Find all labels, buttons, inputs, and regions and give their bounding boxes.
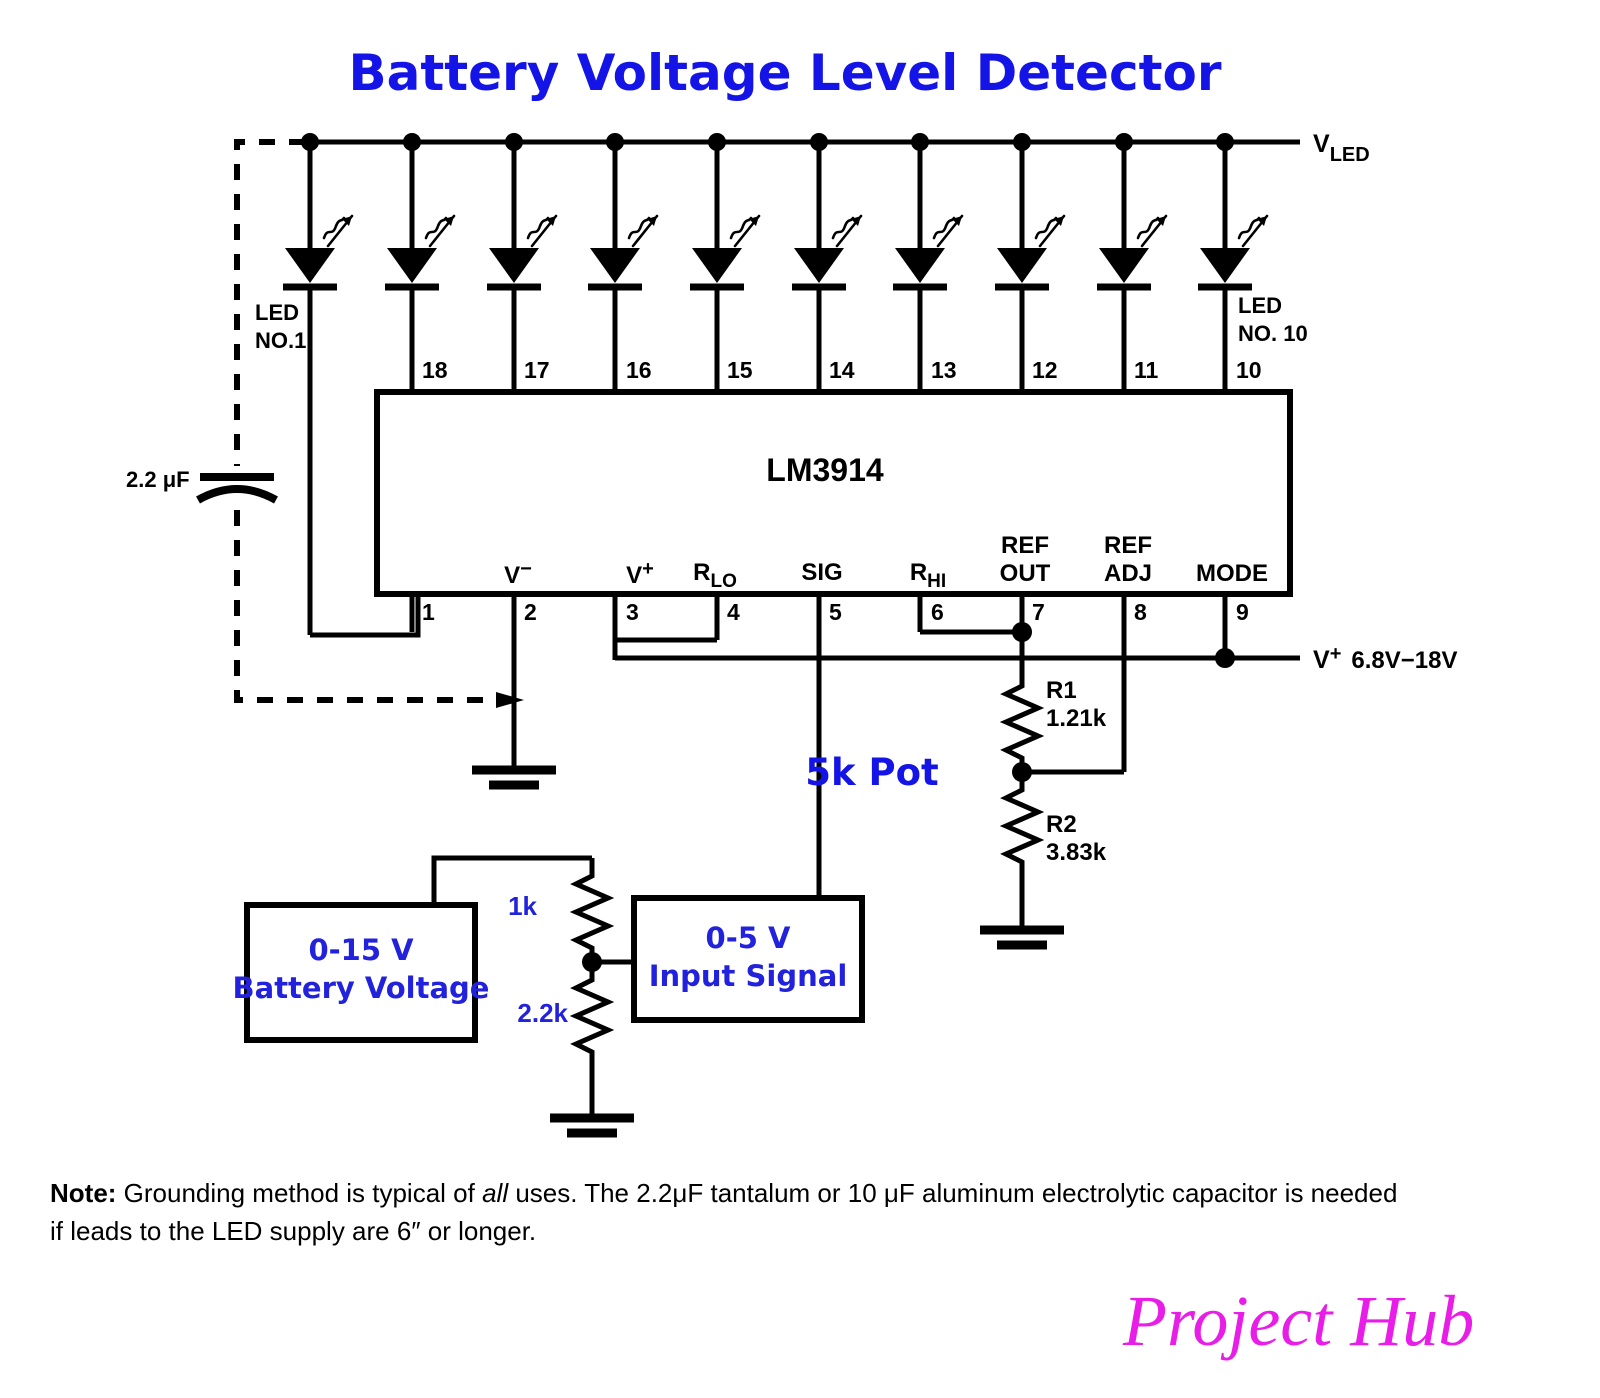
ic-part-number: LM3914 [766, 452, 884, 488]
pin-number-2: 2 [524, 599, 537, 625]
pin-number-8: 8 [1134, 599, 1147, 625]
capacitor-2-2uf [196, 473, 278, 504]
pin-label-ref-out-line2: OUT [1000, 560, 1051, 587]
resistor-r1 [999, 678, 1045, 772]
ground-symbol-pot [980, 912, 1064, 950]
signature-watermark: Project Hub [1122, 1281, 1474, 1361]
r1-ref-label: R1 [1046, 677, 1077, 704]
pin-number-5: 5 [829, 599, 842, 625]
pin-label-ref-out-line1: REF [1001, 532, 1049, 559]
led-1 [283, 142, 354, 635]
ic-body-lm3914 [374, 389, 1293, 597]
divider-1k-label: 1k [508, 891, 537, 921]
led-4 [588, 142, 659, 392]
vled-label: VLED [1313, 130, 1370, 166]
pin-number-16: 16 [626, 357, 652, 383]
resistor-1k [569, 858, 615, 962]
note-line-1: Note: Grounding method is typical of all… [50, 1178, 1397, 1208]
pin-number-7: 7 [1032, 599, 1045, 625]
input-box-line2: Input Signal [649, 959, 848, 993]
pin-label-sig: SIG [801, 559, 842, 586]
led-10 [1198, 142, 1269, 392]
capacitor-value-label: 2.2 μF [126, 467, 190, 492]
pin-number-13: 13 [931, 357, 957, 383]
page-title: Battery Voltage Level Detector [348, 44, 1221, 102]
r1-value-label: 1.21k [1046, 705, 1107, 732]
junction-dot [1215, 648, 1235, 668]
r2-ref-label: R2 [1046, 811, 1077, 838]
pin-number-10: 10 [1236, 357, 1262, 383]
led-10-label-line2: NO. 10 [1238, 321, 1308, 346]
pot-annotation-label: 5k Pot [805, 751, 938, 794]
pin-number-4: 4 [727, 599, 740, 625]
battery-voltage-box [244, 902, 478, 1043]
pin-number-17: 17 [524, 357, 550, 383]
pin-number-3: 3 [626, 599, 639, 625]
capacitor-dashed-loop [234, 139, 500, 703]
led-10-label-line1: LED [1238, 293, 1282, 318]
led-1-label-line1: LED [255, 300, 299, 325]
junction-arrow [496, 692, 524, 708]
pin-number-12: 12 [1032, 357, 1058, 383]
pin-number-14: 14 [829, 357, 855, 383]
led-3 [487, 142, 558, 392]
battery-box-line2: Battery Voltage [233, 971, 490, 1005]
battery-box-line1: 0-15 V [308, 933, 414, 967]
led-9 [1097, 142, 1168, 392]
led-5 [690, 142, 761, 392]
pin-number-6: 6 [931, 599, 944, 625]
led-2 [385, 142, 456, 392]
pin-label-mode: MODE [1196, 560, 1268, 587]
wire-battery-to-divider [431, 855, 592, 905]
vplus-label: V+6.8V−18V [1313, 643, 1457, 674]
led-1-label-line2: NO.1 [255, 328, 306, 353]
junction-dot [1012, 622, 1032, 642]
pin-number-1: 1 [422, 599, 435, 625]
led-6 [792, 142, 863, 392]
resistor-r2 [999, 772, 1045, 912]
led-supply-rail [301, 133, 1300, 151]
input-signal-box [631, 895, 865, 1023]
input-box-line1: 0-5 V [706, 921, 791, 955]
pin-number-11: 11 [1134, 357, 1159, 383]
ground-symbol-divider [550, 1102, 634, 1138]
resistor-2-2k [569, 962, 615, 1102]
pin-label-ref-adj-line1: REF [1104, 532, 1152, 559]
pin-number-15: 15 [727, 357, 753, 383]
pin-number-18: 18 [422, 357, 448, 383]
pin-label-ref-adj-line2: ADJ [1104, 560, 1152, 587]
pin-number-9: 9 [1236, 599, 1249, 625]
ground-symbol-ic [472, 765, 556, 790]
led-8 [995, 142, 1066, 392]
note-line-2: if leads to the LED supply are 6″ or lon… [50, 1216, 536, 1246]
divider-2-2k-label: 2.2k [517, 998, 568, 1028]
r2-value-label: 3.83k [1046, 839, 1107, 866]
led-7 [893, 142, 964, 392]
